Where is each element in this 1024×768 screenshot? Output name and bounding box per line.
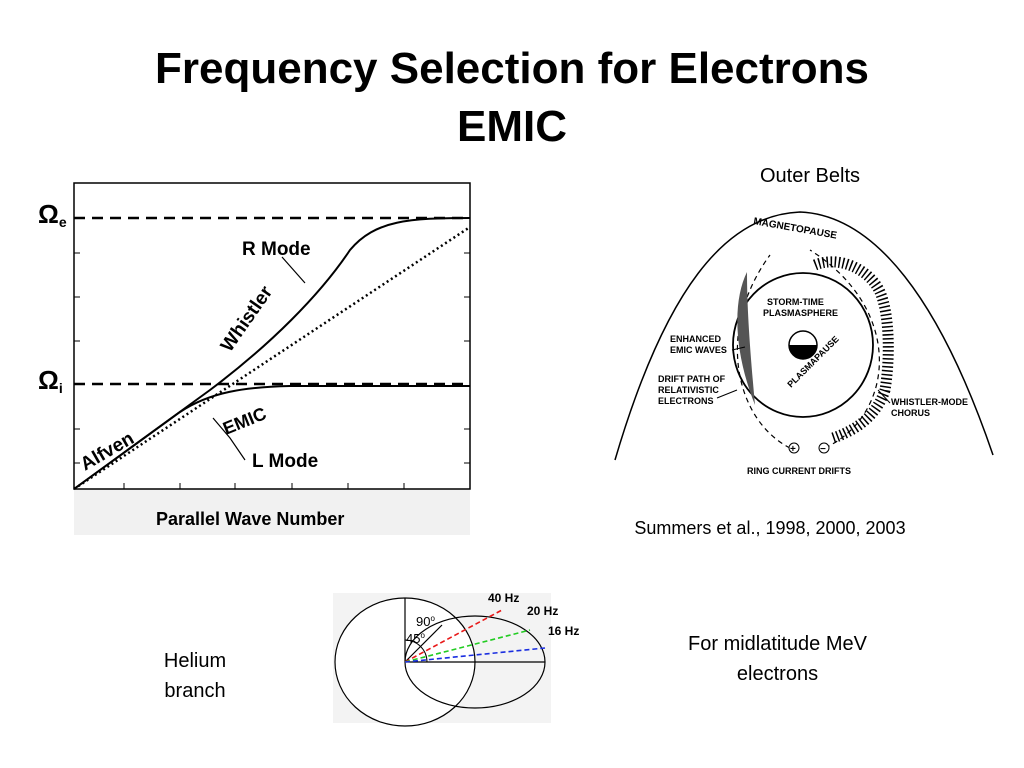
drift-path-label-2: RELATIVISTIC [658, 385, 719, 395]
chorus-label-1: WHISTLER-MODE [891, 397, 968, 407]
alfven-asymptote [73, 225, 471, 491]
chorus-wave-region [812, 256, 894, 444]
helium-label-line1: Helium [163, 650, 227, 672]
drift-path-pointer [716, 389, 738, 399]
x-axis-label: Parallel Wave Number [156, 509, 344, 529]
plasmasphere-boundary [732, 272, 874, 418]
ray-40hz [404, 609, 503, 663]
l-mode-label: L Mode [252, 451, 318, 472]
plus-sign: + [790, 444, 796, 455]
ray-20hz [404, 629, 531, 663]
enhanced-emic-label-2: EMIC WAVES [670, 345, 727, 355]
earth-night-side [789, 345, 817, 359]
r-mode-pointer [281, 256, 306, 284]
angle-45-line [404, 624, 443, 663]
plot-frame [73, 182, 471, 490]
drift-path-label-1: DRIFT PATH OF [658, 374, 726, 384]
chorus-label-2: CHORUS [891, 408, 930, 418]
freq-40hz-label: 40 Hz [488, 591, 519, 605]
angle-arc [404, 639, 428, 663]
magnetopause-boundary [614, 211, 994, 461]
storm-time-label-2: PLASMASPHERE [763, 308, 838, 318]
angle-90-label: 90o [416, 614, 435, 629]
midlatitude-line2: electrons [736, 663, 819, 685]
minus-sign: − [820, 444, 826, 455]
drift-path-right [809, 249, 880, 449]
r-mode-curve [73, 217, 471, 490]
magnetopause-label: MAGNETOPAUSE [752, 216, 838, 242]
page-title-line1: Frequency Selection for Electrons [155, 44, 869, 93]
enhanced-emic-region [737, 272, 755, 405]
storm-time-label-1: STORM-TIME [767, 297, 824, 307]
drift-path-label-3: ELECTRONS [658, 396, 714, 406]
enhanced-emic-label-1: ENHANCED [670, 334, 722, 344]
midlatitude-line1: For midlatitude MeV [688, 633, 867, 655]
electron-marker [818, 442, 830, 454]
helium-branch-diagram: 90o 45o 40 Hz 20 Hz 16 Hz [333, 591, 579, 727]
ring-current-label: RING CURRENT DRIFTS [747, 466, 851, 476]
freq-20hz-label: 20 Hz [527, 604, 558, 618]
chorus-pointer [877, 389, 891, 404]
omega-e-label: Ωe [38, 199, 67, 230]
l-mode-pointer [212, 417, 246, 461]
positive-ion-marker [788, 442, 800, 454]
enhanced-emic-pointer [731, 346, 746, 351]
l-mode-curve [73, 385, 470, 490]
page-title-line2: EMIC [457, 102, 567, 151]
freq-16hz-label: 16 Hz [548, 624, 579, 638]
citation: Summers et al., 1998, 2000, 2003 [634, 518, 906, 538]
dispersion-diagram: Ωe Ωi R Mode Whistler Alfven EMIC L Mode… [38, 182, 471, 535]
omega-i-label: Ωi [38, 365, 63, 396]
magnetosphere-diagram: MAGNETOPAUSE STORM-TIME PLASMASPHERE ENH… [614, 211, 994, 476]
axis-ticks [74, 252, 470, 489]
angle-45-label: 45o [406, 631, 425, 646]
r-mode-label: R Mode [242, 239, 311, 260]
outer-belts-label: Outer Belts [759, 165, 861, 187]
helium-label-line2: branch [164, 680, 226, 702]
